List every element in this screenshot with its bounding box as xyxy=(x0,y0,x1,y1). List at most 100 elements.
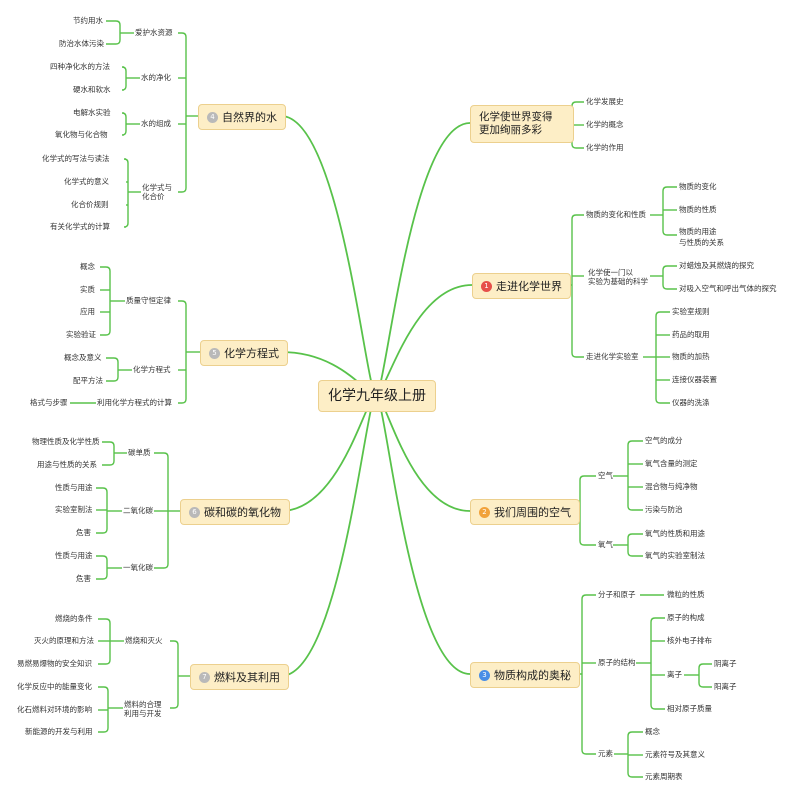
leaf-1-3-2[interactable]: 药品的取用 xyxy=(672,330,710,339)
sub-fuel-use[interactable]: 燃料的合理利用与开发 xyxy=(124,700,162,719)
connector-7 xyxy=(280,394,377,677)
leaf-5-3-1[interactable]: 格式与步骤 xyxy=(30,398,68,407)
leaf-4-1-1[interactable]: 节约用水 xyxy=(73,16,103,25)
leaf-3-2-4[interactable]: 相对原子质量 xyxy=(667,704,712,713)
leaf-3-3-3[interactable]: 元素周期表 xyxy=(645,772,683,781)
connector-101 xyxy=(96,555,108,568)
topic-chemistry-world[interactable]: 化学使世界变得更加绚丽多彩 xyxy=(470,105,574,143)
leaf-7-1-3[interactable]: 易燃易爆物的安全知识 xyxy=(17,659,92,668)
connector-54 xyxy=(627,731,643,754)
leaf-cation[interactable]: 阳离子 xyxy=(714,682,737,691)
sub-air[interactable]: 空气 xyxy=(598,471,613,480)
leaf-1-1-4[interactable]: 与性质的关系 xyxy=(679,238,724,247)
topic-7[interactable]: 7 燃料及其利用 xyxy=(190,664,289,690)
sub-equation-calc[interactable]: 利用化学方程式的计算 xyxy=(97,398,172,407)
connector-87 xyxy=(106,370,119,382)
leaf-6-3-1[interactable]: 性质与用途 xyxy=(55,551,93,560)
connector-28 xyxy=(655,357,670,404)
leaf-6-2-1[interactable]: 性质与用途 xyxy=(55,483,93,492)
leaf-5-1-4[interactable]: 实验验证 xyxy=(66,330,96,339)
connector-67 xyxy=(121,78,127,91)
leaf-5-2-2[interactable]: 配平方法 xyxy=(73,376,103,385)
leaf-4-1-2[interactable]: 防治水体污染 xyxy=(59,39,104,48)
sub-water-composition[interactable]: 水的组成 xyxy=(141,119,171,128)
leaf-6-1-2[interactable]: 用途与性质的关系 xyxy=(37,460,97,469)
leaf-chem-role[interactable]: 化学的作用 xyxy=(586,143,624,152)
leaf-2-2-2[interactable]: 氧气的实验室制法 xyxy=(645,551,705,560)
leaf-3-2-2[interactable]: 核外电子排布 xyxy=(667,636,712,645)
topic-6[interactable]: 6 碳和碳的氧化物 xyxy=(180,499,290,525)
leaf-7-1-2[interactable]: 灭火的原理和方法 xyxy=(34,636,94,645)
sub-atom-structure[interactable]: 原子的结构 xyxy=(598,658,636,667)
root-node[interactable]: 化学九年级上册 xyxy=(318,380,436,412)
leaf-7-1-1[interactable]: 燃烧的条件 xyxy=(55,614,93,623)
leaf-4-4-4[interactable]: 有关化学式的计算 xyxy=(50,222,110,231)
leaf-1-2-1[interactable]: 对蜡烛及其燃烧的探究 xyxy=(679,261,754,270)
leaf-6-1-1[interactable]: 物理性质及化学性质 xyxy=(32,437,100,446)
connector-111 xyxy=(98,686,109,708)
leaf-3-2-3[interactable]: 离子 xyxy=(667,670,682,679)
connector-39 xyxy=(627,545,643,557)
connector-1 xyxy=(375,284,473,396)
leaf-1-2-2[interactable]: 对吸入空气和呼出气体的探究 xyxy=(679,284,777,293)
leaf-4-3-2[interactable]: 氧化物与化合物 xyxy=(55,130,108,139)
leaf-anion[interactable]: 阴离子 xyxy=(714,659,737,668)
leaf-3-1-1[interactable]: 微粒的性质 xyxy=(667,590,705,599)
connector-49 xyxy=(650,663,665,710)
leaf-7-2-3[interactable]: 新能源的开发与利用 xyxy=(25,727,93,736)
sub-molecule-atom[interactable]: 分子和原子 xyxy=(598,590,636,599)
sub-carbon[interactable]: 碳单质 xyxy=(128,448,151,457)
leaf-2-1-4[interactable]: 污染与防治 xyxy=(645,505,683,514)
leaf-1-1-3[interactable]: 物质的用途 xyxy=(679,227,717,236)
sub-equation[interactable]: 化学方程式 xyxy=(133,365,171,374)
sub-co2[interactable]: 二氧化碳 xyxy=(123,506,153,515)
sub-change-property[interactable]: 物质的变化和性质 xyxy=(586,210,646,219)
topic-3[interactable]: 3 物质构成的奥秘 xyxy=(470,662,580,688)
leaf-7-2-2[interactable]: 化石燃料对环境的影响 xyxy=(17,705,92,714)
leaf-2-2-1[interactable]: 氧气的性质和用途 xyxy=(645,529,705,538)
leaf-4-2-2[interactable]: 硬水和软水 xyxy=(73,85,111,94)
sub-protect-water[interactable]: 爱护水资源 xyxy=(135,28,173,37)
leaf-6-2-2[interactable]: 实验室制法 xyxy=(55,505,93,514)
leaf-1-3-5[interactable]: 仪器的洗涤 xyxy=(672,398,710,407)
leaf-1-1-1[interactable]: 物质的变化 xyxy=(679,182,717,191)
leaf-4-2-1[interactable]: 四种净化水的方法 xyxy=(50,62,110,71)
leaf-chem-history[interactable]: 化学发展史 xyxy=(586,97,624,106)
sub-lab[interactable]: 走进化学实验室 xyxy=(586,352,639,361)
leaf-1-3-4[interactable]: 连接仪器装置 xyxy=(672,375,717,384)
sub-co[interactable]: 一氧化碳 xyxy=(123,563,153,572)
topic-5[interactable]: 5 化学方程式 xyxy=(200,340,288,366)
leaf-4-4-3[interactable]: 化合价规则 xyxy=(71,200,109,209)
leaf-4-3-1[interactable]: 电解水实验 xyxy=(73,108,111,117)
sub-experimental-science[interactable]: 化学使一门以实验为基础的科学 xyxy=(588,268,648,287)
leaf-chem-concept[interactable]: 化学的概念 xyxy=(586,120,624,129)
topic-1[interactable]: 1 走进化学世界 xyxy=(472,273,571,299)
sub-oxygen[interactable]: 氧气 xyxy=(598,540,613,549)
leaf-4-4-2[interactable]: 化学式的意义 xyxy=(64,177,109,186)
leaf-5-1-2[interactable]: 实质 xyxy=(80,285,95,294)
sub-element[interactable]: 元素 xyxy=(598,749,613,758)
sub-water-purify[interactable]: 水的净化 xyxy=(141,73,171,82)
sub-mass-conservation[interactable]: 质量守恒定律 xyxy=(126,296,171,305)
leaf-1-1-2[interactable]: 物质的性质 xyxy=(679,205,717,214)
topic-6-label: 碳和碳的氧化物 xyxy=(204,505,281,519)
leaf-2-1-3[interactable]: 混合物与纯净物 xyxy=(645,482,698,491)
leaf-3-3-1[interactable]: 概念 xyxy=(645,727,660,736)
leaf-5-2-1[interactable]: 概念及意义 xyxy=(64,353,102,362)
sub-combustion[interactable]: 燃烧和灭火 xyxy=(125,636,163,645)
leaf-2-1-1[interactable]: 空气的成分 xyxy=(645,436,683,445)
leaf-1-3-3[interactable]: 物质的加热 xyxy=(672,352,710,361)
leaf-7-2-1[interactable]: 化学反应中的能量变化 xyxy=(17,682,92,691)
sub-formula-valence[interactable]: 化学式与化合价 xyxy=(142,183,172,202)
topic-2[interactable]: 2 我们周围的空气 xyxy=(470,499,580,525)
leaf-5-1-1[interactable]: 概念 xyxy=(80,262,95,271)
leaf-5-1-3[interactable]: 应用 xyxy=(80,307,95,316)
leaf-3-2-1[interactable]: 原子的构成 xyxy=(667,613,705,622)
leaf-2-1-2[interactable]: 氧气含量的测定 xyxy=(645,459,698,468)
leaf-6-2-3[interactable]: 危害 xyxy=(76,528,91,537)
leaf-3-3-2[interactable]: 元素符号及其意义 xyxy=(645,750,705,759)
leaf-1-3-1[interactable]: 实验室规则 xyxy=(672,307,710,316)
leaf-4-4-1[interactable]: 化学式的写法与读法 xyxy=(42,154,110,163)
leaf-6-3-2[interactable]: 危害 xyxy=(76,574,91,583)
topic-4[interactable]: 4 自然界的水 xyxy=(198,104,286,130)
